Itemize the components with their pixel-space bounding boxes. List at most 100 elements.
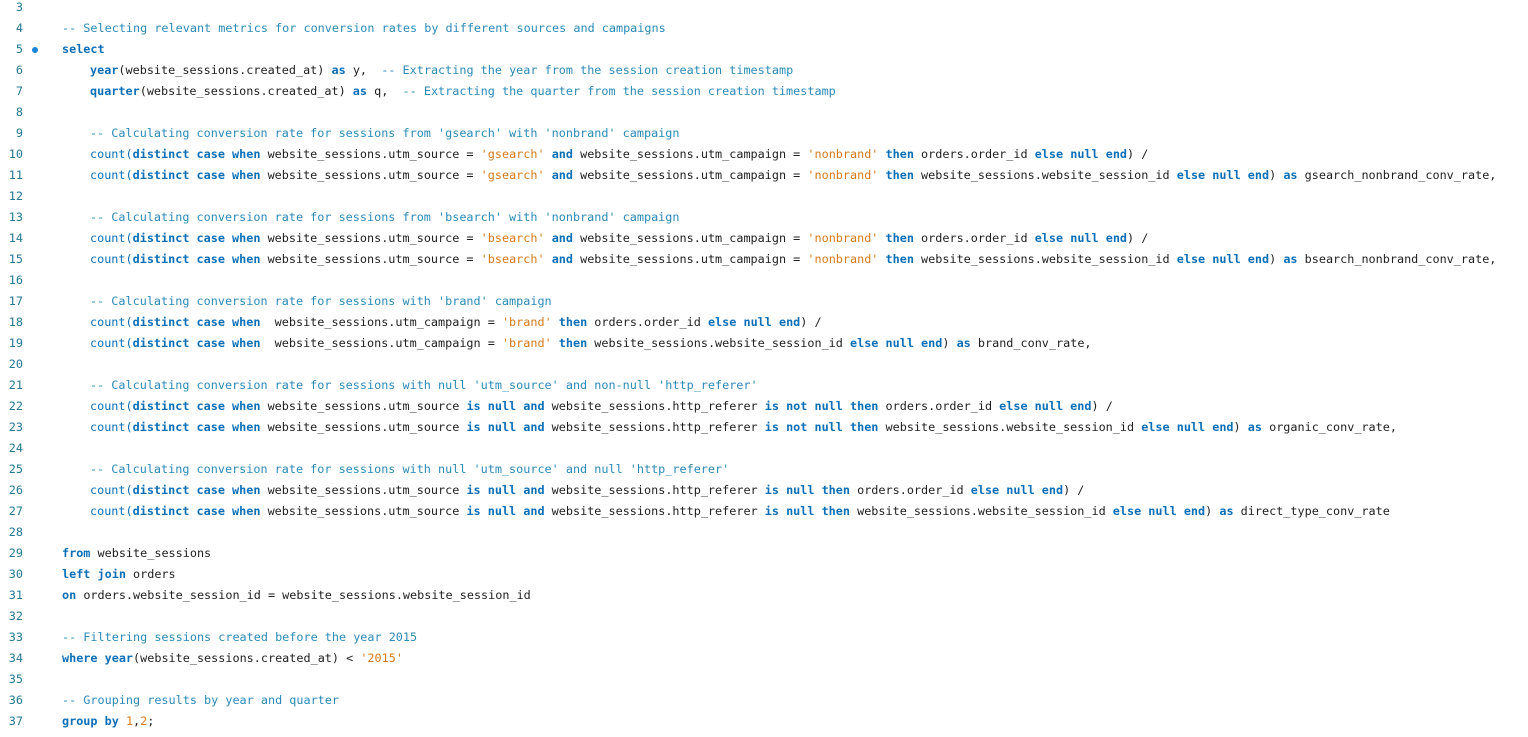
code-line[interactable]: 32 <box>0 606 1528 627</box>
identifier-token: website_sessions.utm_source <box>260 420 467 434</box>
keyword-token: distinct case when <box>132 504 261 518</box>
code-line[interactable]: 3 <box>0 0 1528 18</box>
code-text: -- Calculating conversion rate for sessi… <box>62 459 729 480</box>
identifier-token: website_sessions.utm_source = <box>260 168 481 182</box>
code-text: quarter(website_sessions.created_at) as … <box>62 81 836 102</box>
keyword-token: else null end <box>1112 504 1206 518</box>
string-literal-token: '2015' <box>360 651 403 665</box>
identifier-token: ) / <box>800 315 822 329</box>
keyword-token: as <box>352 84 368 98</box>
keyword-token: else null end <box>1141 420 1234 434</box>
line-number: 21 <box>8 378 23 392</box>
code-text: count(distinct case when website_session… <box>62 396 1113 417</box>
code-line[interactable]: 13 -- Calculating conversion rate for ses… <box>0 207 1528 228</box>
identifier-token: orders <box>125 567 176 581</box>
string-literal-token: 'brand' <box>501 336 552 350</box>
identifier-token: website_sessions.utm_source = <box>260 147 481 161</box>
code-line[interactable]: 21 -- Calculating conversion rate for ses… <box>0 375 1528 396</box>
keyword-token: as <box>1247 420 1262 434</box>
identifier-token: website_sessions.website_session_id <box>913 252 1177 266</box>
code-line[interactable]: 28 <box>0 522 1528 543</box>
keyword-token: select <box>62 42 105 56</box>
keyword-token: else null end <box>707 315 801 329</box>
keyword-token: and <box>551 231 573 245</box>
string-literal-token: 'bsearch' <box>480 252 545 266</box>
code-line[interactable]: 20 <box>0 354 1528 375</box>
line-number: 37 <box>8 714 23 728</box>
modified-line-dot-icon[interactable] <box>32 47 38 53</box>
line-number: 14 <box>8 231 23 245</box>
code-line[interactable]: 4-- Selecting relevant metrics for conve… <box>0 18 1528 39</box>
line-number: 34 <box>8 651 23 665</box>
identifier-token: (website_sessions.created_at) < <box>133 651 361 665</box>
code-line[interactable]: 9-- Calculating conversion rate for sess… <box>0 123 1528 144</box>
keyword-token: from <box>62 546 91 560</box>
code-text: -- Calculating conversion rate for sessi… <box>62 375 758 396</box>
comment-token: -- Extracting the year from the session … <box>381 63 794 77</box>
keyword-token: year <box>90 63 119 77</box>
code-line[interactable]: 12 <box>0 186 1528 207</box>
keyword-token: then <box>885 168 914 182</box>
identifier-token: orders.website_session_id = website_sess… <box>76 588 531 602</box>
identifier-token <box>552 336 559 350</box>
function-token: count( <box>90 483 133 497</box>
line-number: 5 <box>15 42 23 56</box>
code-line[interactable]: 35 <box>0 669 1528 690</box>
identifier-token <box>119 714 126 728</box>
code-text: -- Calculating conversion rate for sessi… <box>62 207 680 228</box>
code-text: on orders.website_session_id = website_s… <box>62 585 531 606</box>
keyword-token: else null end <box>999 399 1092 413</box>
identifier-token: website_sessions.utm_source = <box>260 231 481 245</box>
string-literal-token: 'bsearch' <box>480 231 545 245</box>
identifier-token: ) / <box>1127 231 1149 245</box>
code-line[interactable]: 16 <box>0 270 1528 291</box>
code-line[interactable]: 8 <box>0 102 1528 123</box>
line-number: 36 <box>8 693 23 707</box>
comment-token: -- Calculating conversion rate for sessi… <box>90 210 680 224</box>
identifier-token: ) <box>1233 420 1248 434</box>
keyword-token: is null then <box>764 504 850 518</box>
line-number: 13 <box>8 210 23 224</box>
identifier-token: ) <box>942 336 957 350</box>
string-literal-token: 'nonbrand' <box>807 231 879 245</box>
identifier-token <box>878 168 885 182</box>
keyword-token: distinct case when <box>132 315 261 329</box>
line-number: 27 <box>8 504 23 518</box>
code-line[interactable]: 36-- Grouping results by year and quarte… <box>0 690 1528 711</box>
identifier-token <box>878 252 885 266</box>
code-line[interactable]: 25 -- Calculating conversion rate for ses… <box>0 459 1528 480</box>
keyword-token: distinct case when <box>132 399 261 413</box>
string-literal-token: 'brand' <box>501 315 552 329</box>
code-line[interactable]: 24 <box>0 438 1528 459</box>
identifier-token <box>552 315 559 329</box>
identifier-token <box>878 231 885 245</box>
code-line[interactable]: 5 select <box>0 39 1528 60</box>
keyword-token: is null and <box>466 399 545 413</box>
function-token: count( <box>90 147 133 161</box>
identifier-token: organic_conv_rate, <box>1261 420 1397 434</box>
line-number: 30 <box>8 567 23 581</box>
line-number: 25 <box>8 462 23 476</box>
code-line[interactable]: 31 on orders.website_session_id = website… <box>0 585 1528 606</box>
line-number: 31 <box>8 588 23 602</box>
code-line[interactable]: 17-- Calculating conversion rate for ses… <box>0 291 1528 312</box>
code-line[interactable]: 33-- Filtering sessions created before t… <box>0 627 1528 648</box>
code-text: count(distinct case when website_session… <box>62 480 1084 501</box>
